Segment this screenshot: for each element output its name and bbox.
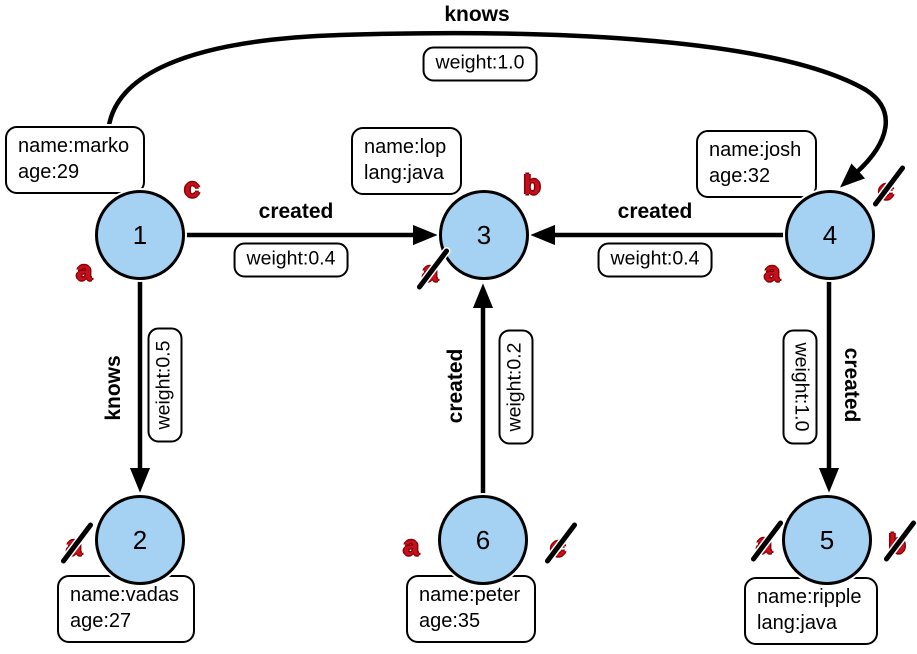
weight-box-knows-1-2: weight:0.5 (147, 327, 183, 443)
step-tag-c-node1: c (184, 172, 200, 203)
node-id: 1 (132, 219, 148, 250)
property-box-josh: name:josh age:32 (696, 130, 818, 198)
edge-label-knows-1-2: knows (102, 355, 125, 421)
property-line: lang:java (757, 612, 838, 635)
step-tag-a-node4: a (764, 256, 780, 287)
property-box-peter: name:peter age:35 (406, 575, 537, 643)
edge-label-created-1-3: created (258, 200, 334, 223)
node-vertex-6: 6 (438, 495, 528, 585)
property-line: name:vadas (70, 584, 179, 606)
property-box-marko: name:marko age:29 (5, 126, 146, 194)
weight-box-created-6-3: weight:0.2 (498, 329, 534, 445)
weight-box-knows-top: weight:1.0 (422, 46, 538, 82)
property-line: age:35 (419, 610, 481, 633)
property-line: name:lop (364, 136, 447, 158)
property-line: age:29 (18, 161, 80, 184)
edge-label-created-6-3: created (444, 348, 467, 424)
property-line: name:ripple (757, 586, 862, 608)
weight-box-created-1-3: weight:0.4 (233, 242, 349, 278)
edge-label-knows-top: knows (444, 3, 510, 26)
edge-knows-1-4 (105, 30, 888, 188)
property-line: age:32 (709, 165, 771, 188)
property-box-vadas: name:vadas age:27 (57, 575, 195, 643)
node-id: 3 (476, 219, 492, 250)
property-line: name:peter (419, 584, 521, 606)
node-id: 5 (819, 524, 835, 555)
property-box-ripple: name:ripple lang:java (744, 577, 878, 645)
property-line: name:josh (709, 139, 802, 161)
step-tag-a-node1: a (76, 255, 92, 286)
node-vertex-4: 4 (785, 190, 875, 280)
property-line: lang:java (364, 162, 445, 185)
property-box-lop: name:lop lang:java (351, 127, 463, 195)
step-tag-a-node6: a (403, 530, 419, 561)
node-id: 2 (132, 524, 148, 555)
node-id: 6 (475, 524, 491, 555)
step-tag-b-node3: b (523, 169, 541, 200)
weight-box-created-4-3: weight:0.4 (597, 242, 713, 278)
node-id: 4 (822, 219, 838, 250)
edge-label-created-4-5: created (840, 347, 863, 423)
node-vertex-3: 3 (439, 190, 529, 280)
node-vertex-2: 2 (95, 495, 185, 585)
property-line: age:27 (70, 610, 132, 633)
node-vertex-1: 1 (95, 190, 185, 280)
node-vertex-5: 5 (782, 495, 872, 585)
weight-box-created-4-5: weight:1.0 (782, 329, 818, 445)
property-line: name:marko (18, 135, 130, 157)
edge-label-created-4-3: created (617, 200, 693, 223)
